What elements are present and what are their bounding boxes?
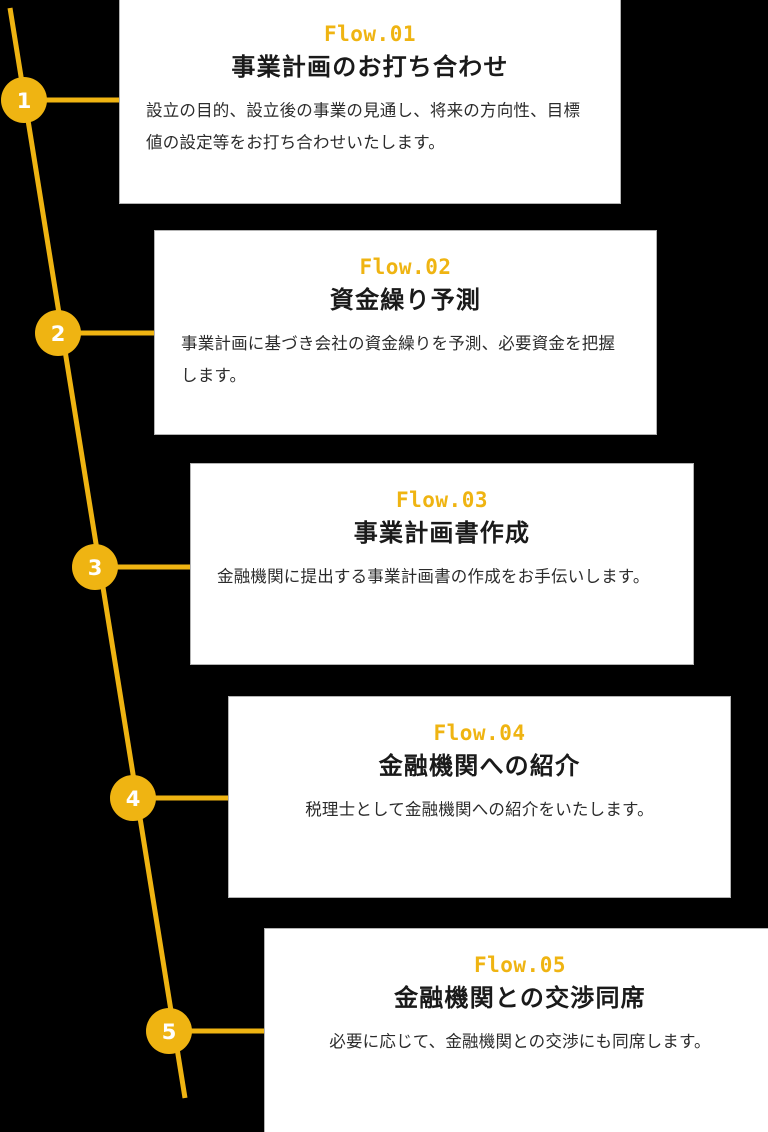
- flow-step-title-3: 事業計画書作成: [353, 519, 531, 548]
- node-number-4: 4: [126, 787, 141, 811]
- flow-step-label-2: Flow.02: [359, 255, 452, 279]
- flow-step-title-2: 資金繰り予測: [329, 286, 482, 315]
- flow-step-card-3[interactable]: Flow.03 事業計画書作成 金融機関に提出する事業計画書の作成をお手伝いしま…: [191, 464, 693, 664]
- flow-step-title-4: 金融機関への紹介: [378, 752, 581, 781]
- flow-step-title-5: 金融機関との交渉同席: [394, 984, 646, 1013]
- timeline-node-2[interactable]: 2: [35, 310, 81, 356]
- flow-step-description-2: 事業計画に基づき会社の資金繰りを予測、必要資金を把握します。: [181, 334, 616, 386]
- flow-step-description-5: 必要に応じて、金融機関との交渉にも同席します。: [329, 1032, 711, 1052]
- flow-step-card-4[interactable]: Flow.04 金融機関への紹介 税理士として金融機関への紹介をいたします。: [229, 697, 730, 897]
- flow-step-card-1[interactable]: Flow.01 事業計画のお打ち合わせ 設立の目的、設立後の事業の見通し、将来の…: [120, 0, 620, 203]
- flow-step-label-4: Flow.04: [433, 721, 526, 745]
- flow-step-card-5[interactable]: Flow.05 金融機関との交渉同席 必要に応じて、金融機関との交渉にも同席しま…: [265, 929, 768, 1132]
- flow-step-description-3: 金融機関に提出する事業計画書の作成をお手伝いします。: [217, 567, 650, 587]
- flow-step-label-3: Flow.03: [395, 488, 488, 512]
- flow-step-title-1: 事業計画のお打ち合わせ: [231, 53, 509, 82]
- timeline-node-1[interactable]: 1: [1, 77, 47, 123]
- flow-step-label-5: Flow.05: [473, 953, 566, 977]
- flow-step-label-1: Flow.01: [323, 22, 416, 46]
- timeline-node-4[interactable]: 4: [110, 775, 156, 821]
- node-circle-5: [146, 1008, 192, 1054]
- flow-step-card-2[interactable]: Flow.02 資金繰り予測 事業計画に基づき会社の資金繰りを予測、必要資金を把…: [155, 231, 656, 434]
- node-circle-1: [1, 77, 47, 123]
- node-number-3: 3: [88, 556, 103, 580]
- node-circle-3: [72, 544, 118, 590]
- flow-step-description-4: 税理士として金融機関への紹介をいたします。: [305, 800, 654, 820]
- node-number-2: 2: [51, 322, 66, 346]
- flow-step-description-1: 設立の目的、設立後の事業の見通し、将来の方向性、目標値の設定等をお打ち合わせいた…: [146, 101, 581, 153]
- node-circle-4: [110, 775, 156, 821]
- node-circle-2: [35, 310, 81, 356]
- timeline-node-3[interactable]: 3: [72, 544, 118, 590]
- node-number-5: 5: [162, 1020, 177, 1044]
- node-number-1: 1: [17, 89, 32, 113]
- timeline-node-5[interactable]: 5: [146, 1008, 192, 1054]
